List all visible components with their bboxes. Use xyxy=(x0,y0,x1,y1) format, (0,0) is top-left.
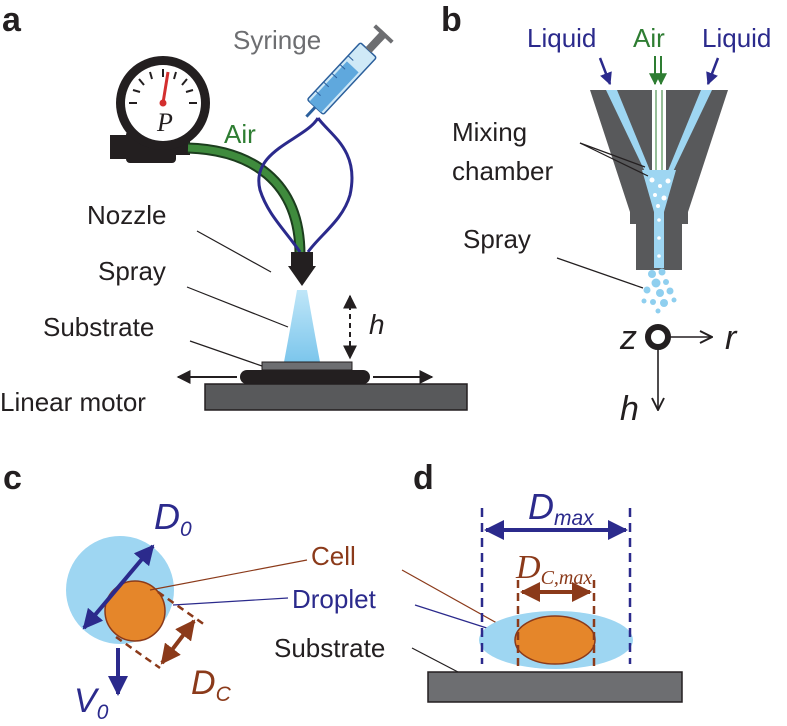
spread-cell xyxy=(514,615,596,665)
substrate-slab-d xyxy=(427,671,683,703)
axis-h-label: h xyxy=(620,390,639,428)
panel-a: a P Air xyxy=(0,1,468,417)
liquid-arrow-left xyxy=(598,57,612,86)
substrate-slide-a xyxy=(261,361,353,371)
panel-label-c: c xyxy=(3,459,22,497)
axis-z-label: z xyxy=(619,319,637,357)
dc-arrow xyxy=(160,619,196,665)
coordinate-axes xyxy=(645,324,712,410)
d0-symbol: D0 xyxy=(154,496,192,541)
dc-extension-line-1 xyxy=(157,590,206,627)
linear-motor-label: Linear motor xyxy=(0,387,146,417)
droplet-leader-line-d xyxy=(414,604,494,631)
syringe-icon xyxy=(305,24,394,118)
dc-extension-line-2 xyxy=(115,635,161,670)
substrate-label-a: Substrate xyxy=(43,312,154,342)
height-symbol-a: h xyxy=(369,309,385,340)
nozzle-icon xyxy=(288,252,316,286)
substrate-leader-line-d xyxy=(411,647,459,673)
substrate-leader-line-a xyxy=(189,340,263,367)
liquid-arrow-right xyxy=(706,57,720,86)
spray-label-a: Spray xyxy=(98,256,166,286)
spray-label-b: Spray xyxy=(463,224,531,254)
linear-motor-base xyxy=(204,383,468,411)
substrate-label-d: Substrate xyxy=(274,633,385,663)
panel-label-d: d xyxy=(413,459,434,497)
axis-r-label: r xyxy=(725,319,738,357)
motor-stage xyxy=(240,370,370,384)
panel-label-b: b xyxy=(441,1,462,39)
dc-symbol: DC xyxy=(191,664,232,706)
panel-b: b Liquid Air Liquid Mixing cham xyxy=(441,1,771,428)
mixing-label-line1: Mixing xyxy=(452,117,527,147)
mixing-leader-line-2 xyxy=(579,142,646,168)
liquid-tubing xyxy=(257,117,354,253)
droplet-label: Droplet xyxy=(292,584,377,614)
air-label-b: Air xyxy=(633,23,665,53)
pressure-symbol: P xyxy=(156,108,173,137)
nozzle-leader-line xyxy=(196,230,272,273)
dcmax-symbol: DC,max xyxy=(515,549,592,589)
air-hose xyxy=(187,142,306,256)
liquid-label-right: Liquid xyxy=(702,23,771,53)
nozzle-cross-section xyxy=(590,90,728,270)
spray-leader-line-a xyxy=(186,286,289,328)
spray-leader-line-b xyxy=(556,257,644,289)
dmax-symbol: Dmax xyxy=(528,486,595,530)
nozzle-label: Nozzle xyxy=(87,200,166,230)
syringe-label: Syringe xyxy=(233,25,321,55)
pressure-gauge-icon xyxy=(110,56,210,163)
panel-d: d Dmax DC,max Substrate xyxy=(274,459,683,703)
liquid-label-left: Liquid xyxy=(527,23,596,53)
cell-label: Cell xyxy=(311,541,356,571)
spray-plume xyxy=(284,290,320,362)
panel-label-a: a xyxy=(2,1,22,39)
mixing-label-line2: chamber xyxy=(452,156,553,186)
spray-droplets xyxy=(641,268,677,314)
panel-c: c D0 V0 DC Cell Droplet xyxy=(3,459,521,724)
d0-arrow xyxy=(82,544,155,630)
mixing-leader-line-1 xyxy=(579,142,649,177)
air-label-a: Air xyxy=(224,119,256,149)
droplet-leader-line-c xyxy=(172,597,289,606)
v0-symbol: V0 xyxy=(74,682,109,724)
cell-leader-line-c xyxy=(149,559,308,591)
